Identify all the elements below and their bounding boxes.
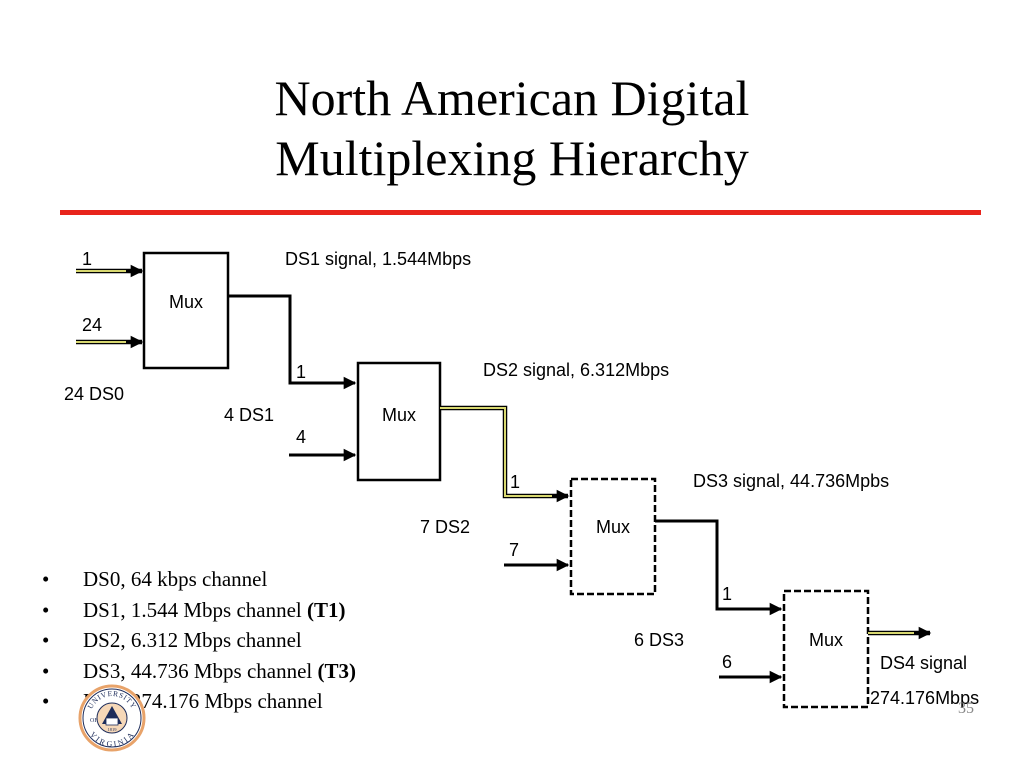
mux-3-group-label: 7 DS2 [420, 517, 470, 537]
mux-4-box [782, 589, 870, 709]
mux-1-input-bottom-label: 24 [82, 315, 102, 335]
bullet-item: DS2, 6.312 Mbps channel [40, 625, 356, 656]
svg-text:OF: OF [90, 718, 98, 724]
mux-1-input-top-label: 1 [82, 249, 92, 269]
bullet-item: DS1, 1.544 Mbps channel (T1) [40, 595, 356, 626]
mux-2: Mux [356, 361, 442, 482]
title-divider [60, 210, 981, 215]
mux-2-label: Mux [382, 405, 416, 425]
mux-2-input-top-label: 1 [296, 362, 306, 382]
title-line-2: Multiplexing Hierarchy [275, 130, 749, 186]
mux-1-box [142, 251, 230, 370]
mux-4-input-top-label: 1 [722, 584, 732, 604]
mux-4-output-label-2: 274.176Mbps [870, 688, 979, 708]
bullet-list: DS0, 64 kbps channel DS1, 1.544 Mbps cha… [40, 564, 356, 717]
mux-4-output-label-1: DS4 signal [880, 653, 967, 673]
mux-3-input-bottom-label: 7 [509, 540, 519, 560]
title-line-1: North American Digital [274, 70, 750, 126]
ds3-link-arrow [655, 519, 783, 616]
mux-2-output-label: DS2 signal, 6.312Mbps [483, 360, 669, 380]
mux-2-input-bottom-label: 4 [296, 427, 306, 447]
bullet-item: DS3, 44.736 Mbps channel (T3) [40, 656, 356, 687]
page-number: 35 [958, 700, 974, 717]
mux-3-output-label: DS3 signal, 44.736Mpbs [693, 471, 889, 491]
mux-1-group-label: 24 DS0 [64, 384, 124, 404]
svg-text:1819: 1819 [108, 727, 118, 732]
mux-1: Mux [142, 251, 230, 370]
ds1-link-arrow [228, 294, 357, 390]
mux-3-box [569, 477, 657, 596]
mux-4-label: Mux [809, 630, 843, 650]
ds2-link-arrow [440, 405, 570, 503]
mux-4-input-bottom-label: 6 [722, 652, 732, 672]
mux-4-group-label: 6 DS3 [634, 630, 684, 650]
mux-2-group-label: 4 DS1 [224, 405, 274, 425]
bullet-item: DS0, 64 kbps channel [40, 564, 356, 595]
university-seal-logo: UNIVERSITY VIRGINIA OF 1819 [78, 684, 146, 752]
mux-3: Mux [569, 477, 657, 596]
slide-title: North American Digital Multiplexing Hier… [0, 68, 1024, 188]
mux-4: Mux [782, 589, 870, 709]
mux-3-label: Mux [596, 517, 630, 537]
mux-3-input-top-label: 1 [510, 472, 520, 492]
mux-2-box [356, 361, 442, 482]
mux-1-label: Mux [169, 292, 203, 312]
mux-1-output-label: DS1 signal, 1.544Mbps [285, 249, 471, 269]
